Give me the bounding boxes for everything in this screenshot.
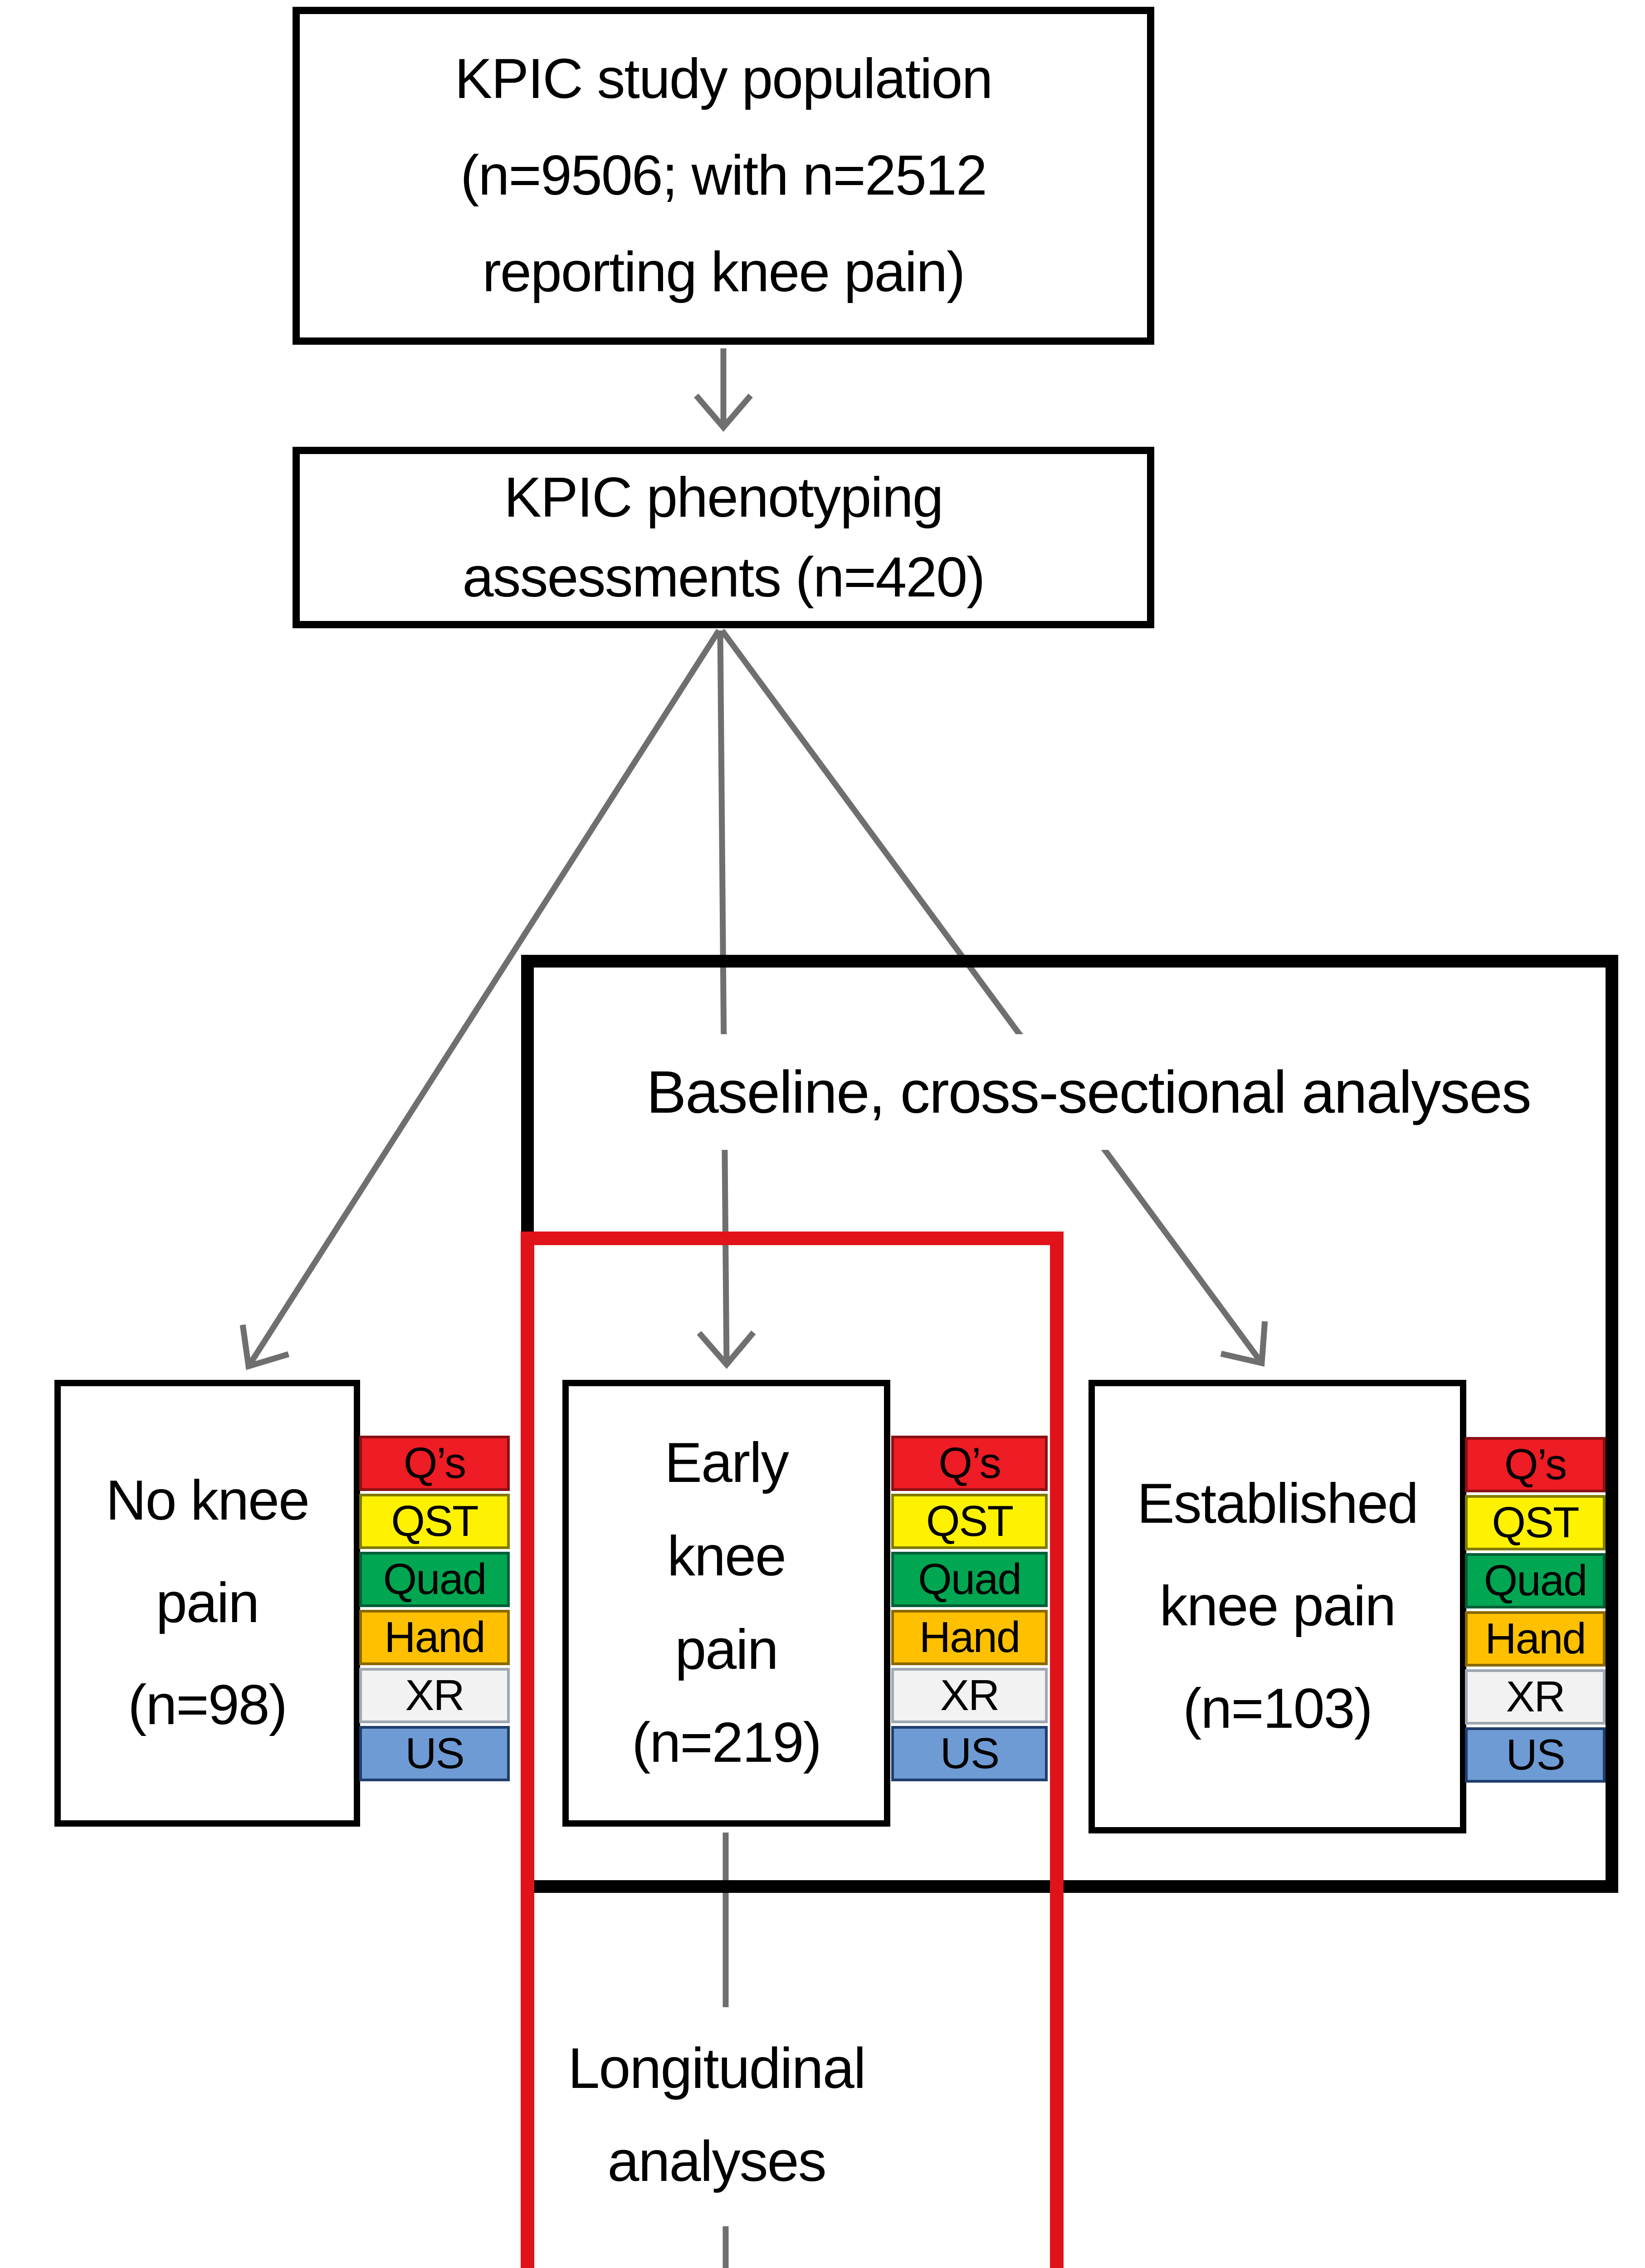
tag-us: US bbox=[359, 1726, 510, 1781]
box-no-knee-pain: No knee pain (n=98) bbox=[54, 1380, 360, 1827]
tag-hand: Hand bbox=[891, 1610, 1048, 1665]
tag-quad: Quad bbox=[1465, 1553, 1606, 1608]
tag-stack-established-knee-pain: Q’s QST Quad Hand XR US bbox=[1465, 1437, 1606, 1783]
longitudinal-analyses-label: Longitudinal analyses bbox=[558, 2012, 875, 2218]
longitudinal-analyses-group-outline bbox=[521, 1232, 1064, 2268]
box-study-population: KPIC study population (n=9506; with n=25… bbox=[293, 7, 1154, 345]
tag-questionnaires: Q’s bbox=[359, 1436, 510, 1491]
tag-questionnaires: Q’s bbox=[891, 1436, 1048, 1491]
tag-stack-no-knee-pain: Q’s QST Quad Hand XR US bbox=[359, 1436, 510, 1781]
box-early-knee-pain: Early knee pain (n=219) bbox=[562, 1380, 890, 1827]
baseline-analyses-group-outline bbox=[521, 955, 1618, 1893]
tag-quad: Quad bbox=[891, 1552, 1048, 1607]
tag-xr: XR bbox=[1465, 1669, 1606, 1725]
tag-us: US bbox=[1465, 1727, 1606, 1783]
arrow-phenotyping-to-established-knee-pain-icon bbox=[719, 629, 1268, 1367]
arrow-lines bbox=[239, 348, 1268, 2268]
tag-us: US bbox=[891, 1726, 1048, 1781]
tag-qst: QST bbox=[1465, 1495, 1606, 1550]
tag-qst: QST bbox=[891, 1494, 1048, 1549]
tag-questionnaires: Q’s bbox=[1465, 1437, 1606, 1492]
baseline-analyses-label: Baseline, cross-sectional analyses bbox=[576, 1034, 1601, 1150]
tag-stack-early-knee-pain: Q’s QST Quad Hand XR US bbox=[891, 1436, 1048, 1781]
tag-hand: Hand bbox=[1465, 1611, 1606, 1667]
tag-xr: XR bbox=[891, 1668, 1048, 1723]
box-established-knee-pain: Established knee pain (n=103) bbox=[1089, 1380, 1466, 1833]
box-phenotyping-assessments: KPIC phenotyping assessments (n=420) bbox=[293, 447, 1154, 628]
arrow-phenotyping-to-no-knee-pain-icon bbox=[239, 629, 722, 1370]
tag-xr: XR bbox=[359, 1668, 510, 1723]
tag-quad: Quad bbox=[359, 1552, 510, 1607]
tag-qst: QST bbox=[359, 1494, 510, 1549]
tag-hand: Hand bbox=[359, 1610, 510, 1665]
